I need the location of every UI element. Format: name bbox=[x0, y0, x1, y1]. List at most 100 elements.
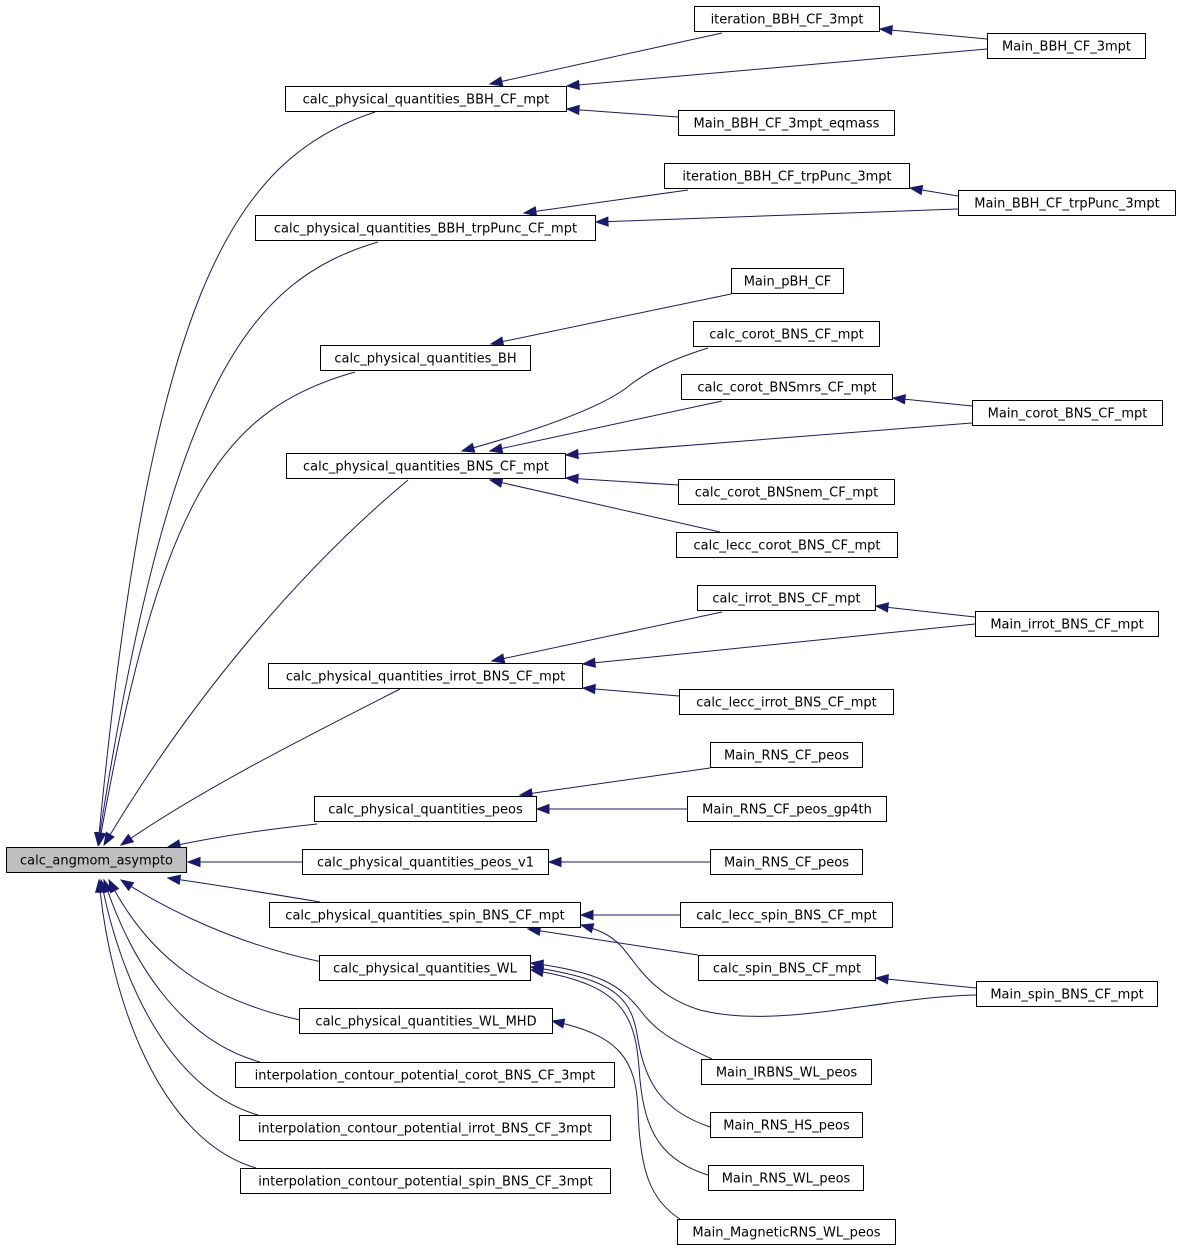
caller-node[interactable]: Main_RNS_WL_peos bbox=[708, 1165, 864, 1191]
edge-line bbox=[892, 397, 973, 407]
edge-line bbox=[490, 293, 732, 345]
edge-arrowhead bbox=[564, 448, 579, 460]
caller-node[interactable]: calc_lecc_irrot_BNS_CF_mpt bbox=[679, 689, 894, 715]
caller-node[interactable]: iteration_BBH_CF_trpPunc_3mpt bbox=[664, 163, 910, 189]
caller-node[interactable]: Main_IRBNS_WL_peos bbox=[701, 1059, 872, 1085]
caller-node[interactable]: Main_BBH_CF_3mpt_eqmass bbox=[678, 110, 895, 136]
node-label: Main_RNS_CF_peos bbox=[724, 856, 849, 871]
caller-node[interactable]: Main_corot_BNS_CF_mpt bbox=[972, 400, 1163, 426]
edge-line bbox=[120, 688, 401, 846]
caller-node[interactable]: Main_MagneticRNS_WL_peos bbox=[677, 1219, 896, 1245]
caller-node[interactable]: calc_physical_quantities_irrot_BNS_CF_mp… bbox=[268, 663, 583, 689]
caller-node[interactable]: interpolation_contour_potential_corot_BN… bbox=[235, 1062, 615, 1088]
node-box bbox=[710, 849, 863, 875]
node-box bbox=[240, 1168, 611, 1194]
caller-node[interactable]: calc_irrot_BNS_CF_mpt bbox=[697, 585, 876, 611]
edge-arrowhead bbox=[186, 856, 201, 868]
node-box bbox=[286, 453, 566, 479]
edge-line bbox=[489, 479, 721, 533]
call-edge bbox=[908, 184, 959, 197]
edge-arrowhead bbox=[564, 473, 579, 484]
edge-arrowhead bbox=[908, 184, 924, 196]
node-box bbox=[268, 663, 583, 689]
caller-node[interactable]: Main_pBH_CF bbox=[731, 268, 844, 294]
edge-arrowhead bbox=[460, 442, 476, 453]
edge-line bbox=[875, 977, 977, 989]
node-box bbox=[987, 33, 1146, 59]
caller-node[interactable]: calc_lecc_corot_BNS_CF_mpt bbox=[676, 532, 898, 558]
caller-node[interactable]: calc_physical_quantities_BBH_trpPunc_CF_… bbox=[255, 215, 596, 241]
edge-arrowhead bbox=[488, 443, 504, 454]
caller-node[interactable]: calc_physical_quantities_WL_MHD bbox=[299, 1008, 553, 1034]
node-box bbox=[694, 6, 880, 32]
caller-node[interactable]: Main_RNS_CF_peos bbox=[710, 849, 863, 875]
node-box bbox=[664, 163, 910, 189]
edge-line bbox=[580, 924, 977, 1017]
edge-line bbox=[167, 877, 321, 903]
node-label: Main_BBH_CF_trpPunc_3mpt bbox=[974, 197, 1159, 212]
caller-node[interactable]: Main_RNS_CF_peos_gp4th bbox=[687, 796, 887, 822]
node-box bbox=[235, 1062, 615, 1088]
node-label: Main_RNS_HS_peos bbox=[723, 1119, 850, 1134]
node-box bbox=[679, 689, 894, 715]
caller-node[interactable]: iteration_BBH_CF_3mpt bbox=[694, 6, 880, 32]
call-edge bbox=[96, 371, 356, 847]
edge-arrowhead bbox=[581, 683, 596, 695]
caller-node[interactable]: Main_irrot_BNS_CF_mpt bbox=[975, 611, 1159, 637]
caller-node[interactable]: calc_corot_BNSmrs_CF_mpt bbox=[681, 374, 893, 400]
caller-node[interactable]: calc_corot_BNS_CF_mpt bbox=[693, 321, 880, 347]
edge-line bbox=[595, 208, 959, 223]
caller-node[interactable]: interpolation_contour_potential_spin_BNS… bbox=[240, 1168, 611, 1194]
caller-node[interactable]: calc_physical_quantities_peos bbox=[314, 796, 537, 822]
caller-node[interactable]: calc_physical_quantities_WL bbox=[319, 955, 531, 981]
node-label: calc_physical_quantities_peos_v1 bbox=[317, 856, 534, 871]
edge-line bbox=[103, 479, 409, 846]
node-box bbox=[731, 268, 844, 294]
caller-node[interactable]: Main_RNS_CF_peos bbox=[710, 742, 863, 768]
node-label: calc_corot_BNSnem_CF_mpt bbox=[695, 486, 878, 501]
edge-arrowhead bbox=[489, 336, 505, 347]
caller-node[interactable]: calc_physical_quantities_BH bbox=[320, 345, 531, 371]
caller-node[interactable]: calc_physical_quantities_BBH_CF_mpt bbox=[285, 86, 567, 112]
caller-node[interactable]: calc_spin_BNS_CF_mpt bbox=[698, 955, 876, 981]
caller-node[interactable]: calc_corot_BNSnem_CF_mpt bbox=[678, 479, 895, 505]
edge-arrowhead bbox=[488, 76, 504, 87]
node-label: Main_BBH_CF_3mpt_eqmass bbox=[694, 117, 880, 132]
edge-line bbox=[875, 605, 976, 618]
caller-node[interactable]: calc_physical_quantities_spin_BNS_CF_mpt bbox=[269, 902, 581, 928]
call-edge bbox=[119, 879, 323, 963]
caller-node[interactable]: calc_physical_quantities_peos_v1 bbox=[302, 849, 549, 875]
call-edge bbox=[488, 32, 723, 87]
node-label: calc_physical_quantities_BBH_trpPunc_CF_… bbox=[274, 222, 577, 237]
caller-node[interactable]: Main_BBH_CF_trpPunc_3mpt bbox=[958, 190, 1176, 216]
node-label: calc_physical_quantities_BNS_CF_mpt bbox=[303, 460, 549, 475]
caller-node[interactable]: Main_spin_BNS_CF_mpt bbox=[976, 981, 1158, 1007]
caller-node[interactable]: calc_lecc_spin_BNS_CF_mpt bbox=[680, 902, 893, 928]
caller-node[interactable]: interpolation_contour_potential_irrot_BN… bbox=[239, 1115, 611, 1141]
call-edge bbox=[119, 688, 401, 846]
call-edge bbox=[878, 24, 988, 40]
edge-line bbox=[491, 611, 723, 662]
edges-layer bbox=[93, 24, 988, 1220]
edge-arrowhead bbox=[579, 923, 595, 934]
node-box bbox=[302, 849, 549, 875]
node-box bbox=[6, 847, 187, 873]
node-box bbox=[320, 345, 531, 371]
call-edge bbox=[581, 683, 680, 697]
node-label: iteration_BBH_CF_3mpt bbox=[711, 13, 864, 28]
call-edge bbox=[186, 856, 302, 868]
edge-line bbox=[523, 189, 689, 214]
node-box bbox=[678, 479, 895, 505]
edge-line bbox=[566, 108, 679, 118]
edge-line bbox=[530, 962, 713, 1060]
node-label: calc_lecc_irrot_BNS_CF_mpt bbox=[696, 696, 877, 711]
caller-node[interactable]: Main_RNS_HS_peos bbox=[710, 1112, 863, 1138]
call-edge bbox=[891, 394, 973, 407]
caller-node[interactable]: Main_BBH_CF_3mpt bbox=[987, 33, 1146, 59]
node-box bbox=[958, 190, 1176, 216]
node-label: calc_irrot_BNS_CF_mpt bbox=[712, 592, 860, 607]
edge-arrowhead bbox=[522, 206, 538, 217]
edge-line bbox=[167, 823, 318, 848]
call-edge bbox=[94, 241, 379, 847]
caller-node[interactable]: calc_physical_quantities_BNS_CF_mpt bbox=[286, 453, 566, 479]
